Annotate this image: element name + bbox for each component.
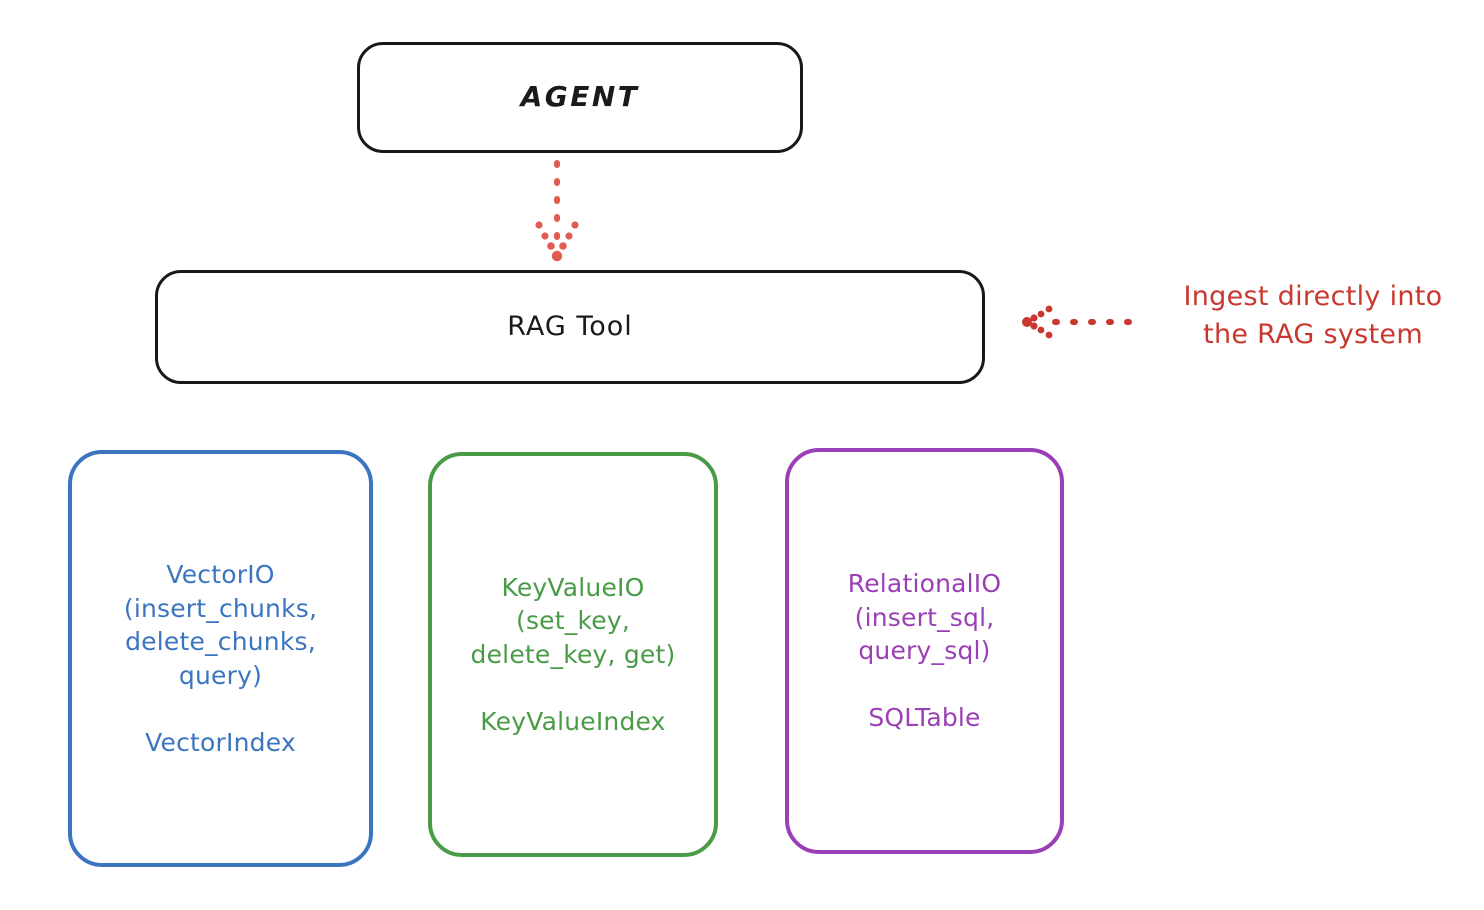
node-rag-tool[interactable]: RAG Tool — [155, 270, 985, 384]
node-key-value-io[interactable]: KeyValueIO (set_key, delete_key, get) Ke… — [428, 452, 718, 857]
annotation-ingest-directly: Ingest directly into the RAG system — [1183, 281, 1443, 351]
node-agent[interactable]: AGENT — [357, 42, 803, 153]
node-vector-io-label: VectorIO (insert_chunks, delete_chunks, … — [123, 560, 318, 757]
node-agent-label: AGENT — [520, 80, 640, 114]
node-relational-io-label: RelationalIO (insert_sql, query_sql) SQL… — [847, 569, 1002, 733]
connector-ingest-to-rag-tool-icon — [1022, 305, 1133, 339]
node-rag-tool-label: RAG Tool — [507, 311, 633, 343]
node-key-value-io-label: KeyValueIO (set_key, delete_key, get) Ke… — [470, 572, 676, 736]
node-vector-io[interactable]: VectorIO (insert_chunks, delete_chunks, … — [68, 450, 373, 867]
connector-agent-to-rag-tool-icon — [535, 160, 579, 262]
node-relational-io[interactable]: RelationalIO (insert_sql, query_sql) SQL… — [785, 448, 1064, 854]
